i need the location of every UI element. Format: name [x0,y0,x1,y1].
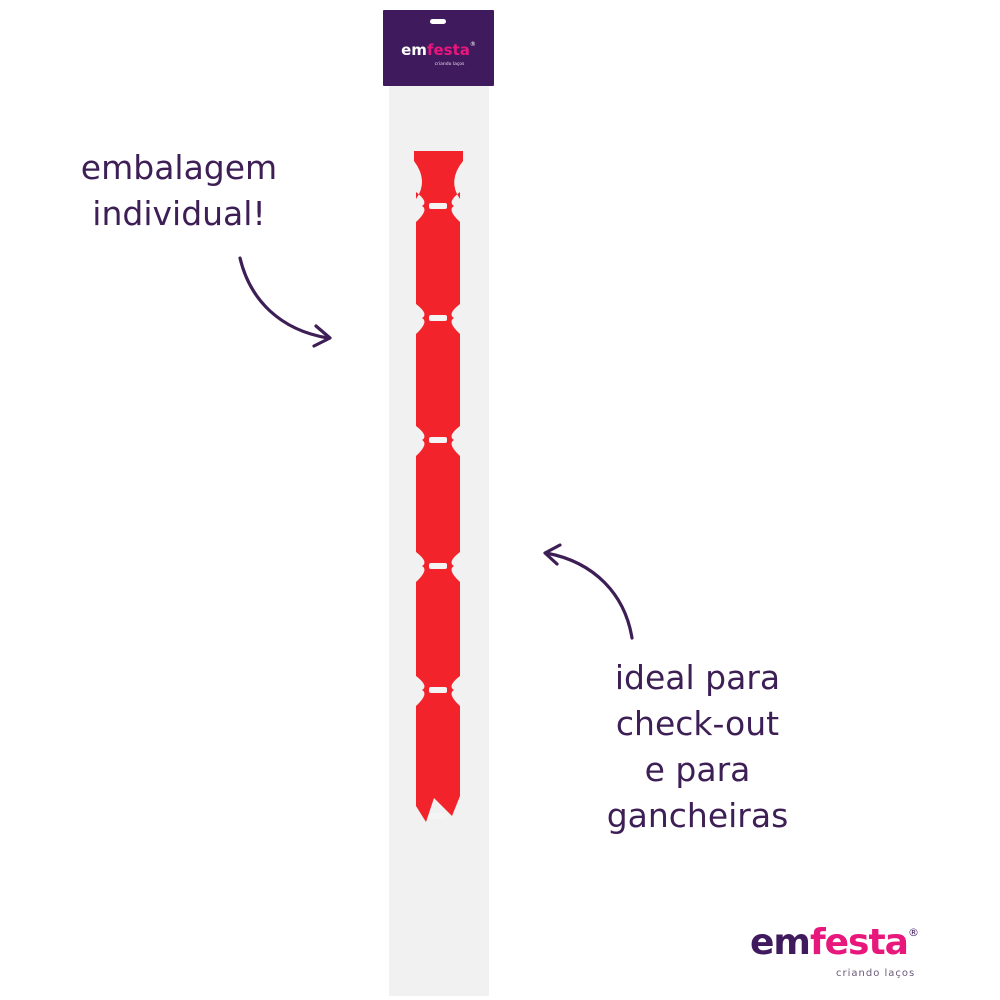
brand-logo: emfesta® criando laços [750,925,930,985]
brand-logo-registered: ® [907,926,919,939]
ribbon-bows-strip [414,151,463,822]
header-logo-festa: festa [426,41,470,59]
header-logo-registered: ® [469,41,476,48]
ribbon-joint-knot [429,813,447,819]
header-logo-em: em [401,41,427,59]
packaging-header-card: emfesta® criando laços [383,10,494,86]
annotation-right-line-1: ideal para [614,658,781,697]
annotation-checkout-hooks: ideal para check-out e para gancheiras [585,655,810,839]
ribbon-bow-segment [416,566,460,690]
ribbon-joint-knot [429,203,447,209]
ribbon-bow-segment [414,151,463,206]
arrow-left-icon [238,256,332,348]
ribbon-joint-knot [429,437,447,443]
brand-logo-festa: festa [809,922,909,963]
ribbon-joint-knot [429,315,447,321]
ribbon-joint-knot [429,687,447,693]
arrow-right-icon [543,543,634,640]
annotation-right-line-4: gancheiras [606,796,789,835]
ribbon-bow-segment [416,440,460,566]
annotation-left-line-2: individual! [92,194,266,233]
brand-tagline: criando laços [836,968,916,979]
ribbon-joint-knot [429,563,447,569]
annotation-individual-packaging: embalagem individual! [64,145,294,237]
annotation-left-line-1: embalagem [80,148,278,187]
hang-hole [430,19,446,24]
header-card-tagline: criando laços [434,62,465,67]
ribbon-bow-segment [416,206,460,318]
ribbon-bow-segment [416,318,460,440]
annotation-right-line-3: e para [644,750,751,789]
ribbon-bow-segment [416,690,460,822]
header-card-logo: emfesta® [383,42,494,58]
brand-logo-em: em [750,922,811,963]
annotation-right-line-2: check-out [615,704,780,743]
brand-wordmark: emfesta® [750,925,919,961]
